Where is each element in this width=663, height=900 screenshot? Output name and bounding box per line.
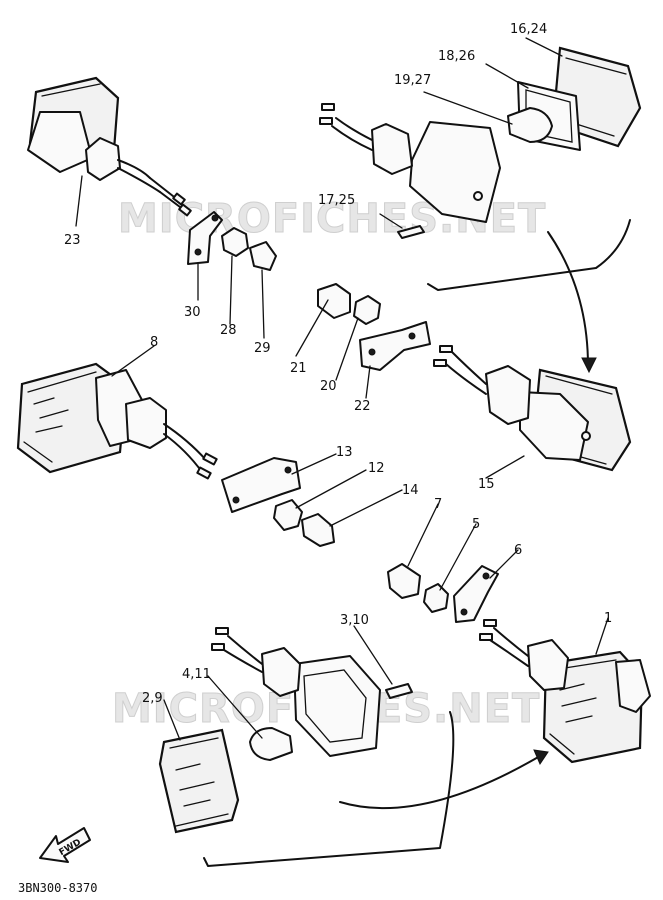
callout-4-11: 4,11	[182, 667, 211, 682]
turn-signal-assembly-top-right	[319, 46, 642, 291]
bulb-4-11	[249, 727, 293, 761]
callout-19-27: 19,27	[394, 73, 431, 88]
mounting-hardware-lower-right	[387, 563, 499, 623]
callout-30: 30	[184, 305, 201, 320]
nut-12	[273, 499, 303, 531]
screw-17-25	[397, 225, 425, 239]
callout-7: 7	[434, 497, 442, 512]
mounting-hardware-middle	[317, 283, 431, 371]
mounting-hardware-left	[187, 211, 277, 271]
callout-3-10: 3,10	[340, 613, 369, 628]
damper-14	[301, 513, 335, 547]
damper-21	[317, 283, 351, 319]
callout-2-9: 2,9	[142, 691, 163, 706]
damper-29	[249, 241, 277, 271]
turn-signal-assembly-1	[479, 619, 651, 764]
nut-5	[423, 583, 449, 613]
diagram-code: 3BN300-8370	[18, 881, 97, 895]
fwd-arrow-icon: FWD	[39, 827, 91, 863]
callout-13: 13	[336, 445, 353, 460]
bulb-19-27	[507, 107, 553, 143]
callout-8: 8	[150, 335, 158, 350]
bracket-22	[359, 321, 431, 371]
callout-20: 20	[320, 379, 337, 394]
callout-labels: 16,24 18,26 19,27 17,25 23 30 28 29 21 2…	[64, 22, 612, 706]
lens-2-9	[158, 728, 240, 834]
callout-16-24: 16,24	[510, 22, 547, 37]
bracket-6	[453, 565, 499, 623]
bracket-13	[221, 457, 301, 513]
callout-14: 14	[402, 483, 419, 498]
callout-1: 1	[604, 611, 612, 626]
callout-21: 21	[290, 361, 307, 376]
arrow-to-15	[547, 231, 589, 367]
group-bracket-top	[427, 219, 631, 291]
mounting-hardware-lower-left	[221, 457, 335, 547]
group-bracket-bottom	[203, 711, 455, 867]
turn-signal-assembly-23	[27, 76, 192, 217]
nut-20	[353, 295, 381, 325]
screw-3-10	[385, 683, 413, 699]
callout-22: 22	[354, 399, 371, 414]
turn-signal-assembly-bottom	[158, 627, 549, 867]
arrow-to-1	[339, 755, 541, 810]
damper-7	[387, 563, 421, 599]
callout-29: 29	[254, 341, 271, 356]
nut-28	[221, 227, 249, 257]
turn-signal-assembly-15	[433, 231, 632, 472]
turn-signal-assembly-8	[16, 362, 218, 480]
callout-15: 15	[478, 477, 495, 492]
leader-lines	[75, 37, 609, 741]
callout-6: 6	[514, 543, 522, 558]
callout-17-25: 17,25	[318, 193, 355, 208]
callout-5: 5	[472, 517, 480, 532]
callout-23: 23	[64, 233, 81, 248]
callout-12: 12	[368, 461, 385, 476]
callout-28: 28	[220, 323, 237, 338]
callout-18-26: 18,26	[438, 49, 475, 64]
